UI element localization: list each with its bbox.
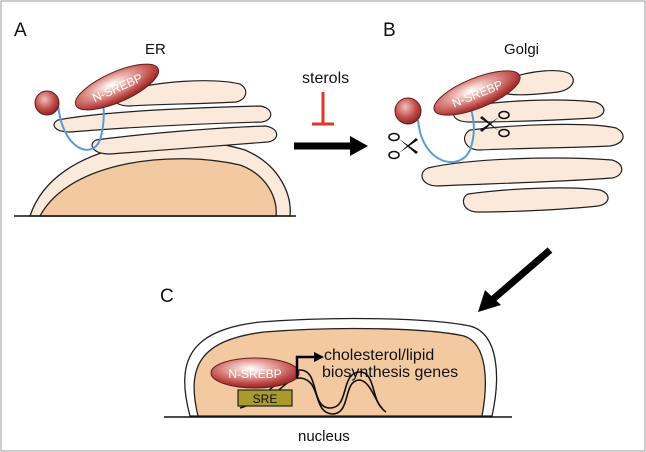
transcription-arrow-icon [295,352,324,378]
golgi-cisterna [421,157,623,187]
n-srebp-golgi [433,70,521,116]
panel-a-letter: A [14,20,27,41]
nucleus-label: nucleus [298,428,350,445]
golgi-cisterna [462,187,609,213]
er-label: ER [145,41,166,58]
golgi-label: Golgi [504,41,539,58]
n-srebp-nucleus [210,357,300,389]
n-srebp-er [74,63,160,111]
genes-label-line1: cholesterol/lipid [324,347,434,364]
golgi-cisterna [463,123,624,151]
sre-label: SRE [253,392,278,406]
panel-b-letter: B [383,20,396,41]
er-nuclear-dome [38,158,277,217]
sterols-label: sterols [302,70,349,87]
er-cisterna [53,105,272,133]
scissors-icon [388,132,418,160]
er-cisterna [91,125,278,155]
sre-element [237,389,293,407]
arrow-icon [478,247,553,312]
arrow-icon [294,136,368,156]
srebp-domain-ball [34,90,60,116]
scissors-icon [480,110,510,138]
inhibition-bar-icon [312,92,334,126]
srebp-loop-golgi [417,105,475,164]
srebp-domain-ball-golgi [394,97,422,125]
genes-label-line2: biosynthesis genes [322,364,458,381]
n-srebp-nucleus-label: N-SREBP [228,367,281,381]
golgi-cisterna [452,99,605,123]
panel-c-letter: C [160,286,174,307]
